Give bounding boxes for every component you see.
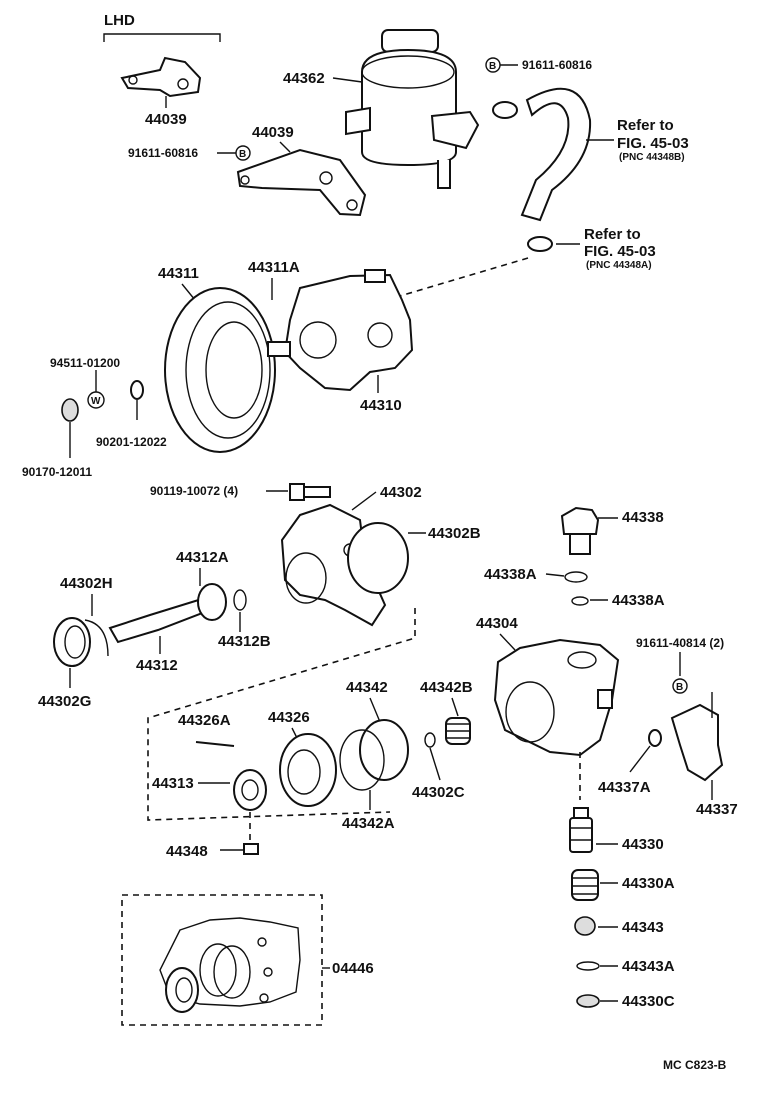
pump-assembly <box>267 269 414 392</box>
part-90201-label: 90201-12022 <box>96 435 167 449</box>
part-44343A-label: 44343A <box>622 958 675 975</box>
spring-44342B <box>445 717 471 745</box>
part-94511-label: 94511-01200 <box>50 356 120 370</box>
part-44337-label: 44337 <box>696 801 738 818</box>
part-44342A-label: 44342A <box>342 815 395 832</box>
part-44343-label: 44343 <box>622 919 664 936</box>
part-44338A-1-label: 44338A <box>484 566 537 583</box>
return-hose <box>492 87 592 252</box>
part-44302C-label: 44302C <box>412 784 465 801</box>
part-90170-label: 90170-12011 <box>22 465 92 479</box>
part-44310-label: 44310 <box>360 397 402 414</box>
gasket-kit-04446 <box>159 917 301 1013</box>
svg-text:W: W <box>91 396 101 407</box>
part-44338A-2-label: 44338A <box>612 592 665 609</box>
refer-to-2-line3: (PNC 44348A) <box>586 260 652 271</box>
gasket-kit-box <box>121 894 323 1026</box>
svg-text:B: B <box>239 149 246 160</box>
part-44312B-label: 44312B <box>218 633 271 650</box>
side-plate-44342 <box>339 719 409 791</box>
part-44302G-label: 44302G <box>38 693 91 710</box>
o-ring-44343A <box>576 961 600 971</box>
lhd-bracket-line <box>103 33 221 42</box>
part-91611-60816-left-label: 91611-60816 <box>128 146 198 160</box>
rotor-44313 <box>233 769 267 811</box>
part-44039-upper-label: 44039 <box>145 111 187 128</box>
marker-b-icon <box>235 145 251 161</box>
part-91611-60816-right-label: 91611-60816 <box>522 58 592 72</box>
part-44312A-label: 44312A <box>176 549 229 566</box>
vane-44348 <box>243 843 259 855</box>
lhd-label: LHD <box>104 12 135 29</box>
refer-to-1-line3: (PNC 44348B) <box>619 152 685 163</box>
part-44342-label: 44342 <box>346 679 388 696</box>
pulley <box>164 287 276 453</box>
part-44337A-label: 44337A <box>598 779 651 796</box>
marker-w-icon <box>87 391 105 409</box>
bracket-44039-upper <box>120 56 202 98</box>
part-04446-label: 04446 <box>332 960 374 977</box>
part-44338-label: 44338 <box>622 509 664 526</box>
o-ring-44302B <box>347 522 409 594</box>
o-ring <box>564 571 588 583</box>
part-44302H-label: 44302H <box>60 575 113 592</box>
plug-44338 <box>560 506 600 555</box>
part-44342B-label: 44342B <box>420 679 473 696</box>
bolt <box>289 483 331 501</box>
valve-44337 <box>670 692 724 782</box>
part-44302B-label: 44302B <box>428 525 481 542</box>
group-dashed-outline <box>147 608 416 821</box>
part-44311A-label: 44311A <box>248 259 300 276</box>
o-ring <box>424 732 436 748</box>
part-90119-label: 90119-10072 (4) <box>150 484 238 498</box>
o-ring <box>571 596 589 606</box>
flow-valve-44330 <box>569 807 593 853</box>
part-44330-label: 44330 <box>622 836 664 853</box>
cam-ring-44326 <box>279 733 337 807</box>
part-44330A-label: 44330A <box>622 875 675 892</box>
leader-dashed <box>399 257 529 297</box>
nut <box>61 398 79 422</box>
footer-code: MC C823-B <box>663 1058 727 1072</box>
refer-to-1-line1: Refer to <box>617 117 674 134</box>
spring-44330A <box>571 869 599 901</box>
part-44039-lower-label: 44039 <box>252 124 294 141</box>
svg-text:B: B <box>489 61 496 72</box>
plug-44343 <box>574 916 596 936</box>
snap-ring-44330C <box>576 994 600 1008</box>
svg-text:B: B <box>676 682 683 693</box>
part-44362-label: 44362 <box>283 70 325 87</box>
o-ring-44337A <box>648 729 662 747</box>
part-44304-label: 44304 <box>476 615 518 632</box>
part-44326A-label: 44326A <box>178 712 231 729</box>
part-91611-40814-label: 91611-40814 (2) <box>636 636 724 650</box>
part-44312-label: 44312 <box>136 657 178 674</box>
part-44348-label: 44348 <box>166 843 208 860</box>
pin <box>195 741 235 747</box>
part-44326-label: 44326 <box>268 709 310 726</box>
part-44302-label: 44302 <box>380 484 422 501</box>
pump-housing-44304 <box>493 638 620 757</box>
bracket-44039-lower <box>236 148 367 217</box>
refer-to-2-line2: FIG. 45-03 <box>584 243 656 260</box>
refer-to-2-line1: Refer to <box>584 226 641 243</box>
shaft-assembly <box>53 583 247 667</box>
part-44330C-label: 44330C <box>622 993 675 1010</box>
reservoir-tank <box>345 29 480 189</box>
washer <box>130 380 144 400</box>
refer-to-1-line2: FIG. 45-03 <box>617 135 689 152</box>
part-44313-label: 44313 <box>152 775 194 792</box>
marker-b-icon <box>672 678 688 694</box>
part-44311-label: 44311 <box>158 265 199 282</box>
